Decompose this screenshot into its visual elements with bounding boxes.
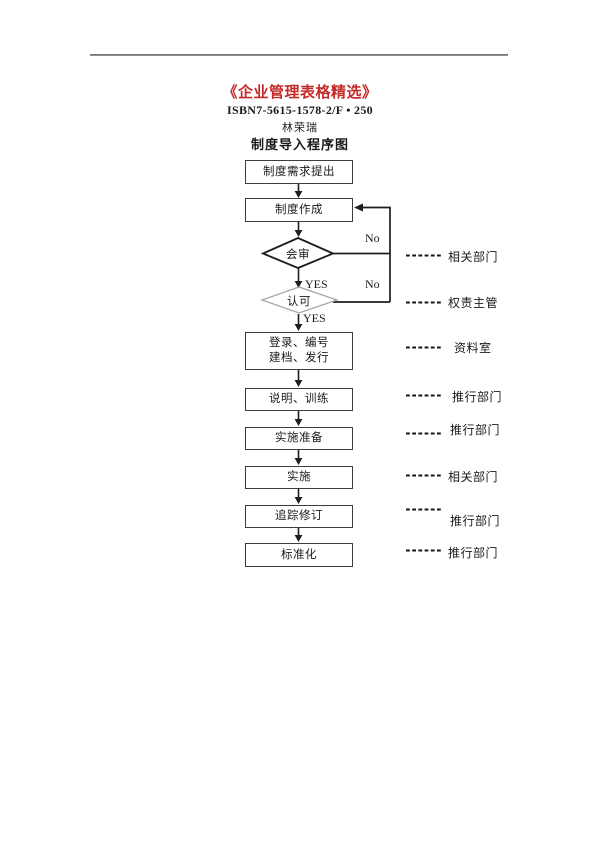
decision-diamond-approval — [260, 286, 339, 314]
flow-step-label: 建档、发行 — [269, 352, 329, 364]
isbn-line: ISBN7-5615-1578-2/F • 250 — [227, 103, 373, 117]
annotation-related-dept-implement: 相关部门 — [448, 470, 499, 484]
flow-step-label: 追踪修订 — [275, 510, 323, 522]
feedback-no-loop — [333, 203, 391, 303]
annotation-authority-manager: 权责主管 — [448, 296, 499, 310]
flow-step-register-issue: 登录、编号 建档、发行 — [245, 332, 353, 370]
yes-label-approval: YES — [303, 311, 326, 325]
annotation-implement-dept-standardize: 推行部门 — [448, 546, 499, 560]
flow-step-label: 实施准备 — [275, 432, 323, 444]
flow-step-explain-train: 说明、训练 — [245, 388, 353, 411]
flow-step-prepare: 实施准备 — [245, 427, 353, 450]
flow-step-label: 说明、训练 — [269, 393, 329, 405]
flow-step-implement: 实施 — [245, 466, 353, 489]
annotation-implement-dept-train: 推行部门 — [452, 390, 503, 404]
annotation-archive-room: 资料室 — [454, 341, 492, 355]
decision-label-review: 会审 — [286, 249, 310, 261]
flow-step-track-revise: 追踪修订 — [245, 505, 353, 528]
author-name: 林荣瑞 — [282, 122, 318, 134]
flow-step-drafting: 制度作成 — [245, 198, 353, 222]
book-title: 《企业管理表格精选》 — [222, 85, 378, 101]
decision-diamond-review — [260, 237, 336, 269]
flowchart-canvas — [260, 184, 442, 552]
flow-step-label: 登录、编号 — [269, 337, 329, 349]
annotation-related-dept-review: 相关部门 — [448, 250, 499, 264]
flow-connector-arrows — [294, 184, 303, 542]
annotation-implement-dept-track: 推行部门 — [450, 514, 501, 528]
flow-step-demand-proposal: 制度需求提出 — [245, 160, 353, 184]
no-label-review: No — [365, 231, 380, 245]
decision-label-approval: 认可 — [287, 296, 311, 308]
flow-step-label: 实施 — [287, 471, 311, 483]
annotation-dash-lines — [406, 254, 442, 552]
yes-label-review: YES — [305, 277, 328, 291]
header-rule — [90, 54, 508, 56]
no-label-approval: No — [365, 277, 380, 291]
flow-step-standardize: 标准化 — [245, 543, 353, 567]
flow-step-label: 制度作成 — [275, 203, 323, 216]
flow-step-label: 标准化 — [281, 548, 317, 561]
flow-step-label: 制度需求提出 — [263, 165, 335, 178]
feedback-arrowhead — [354, 203, 363, 212]
diagram-title: 制度导入程序图 — [250, 137, 349, 152]
annotation-implement-dept-prepare: 推行部门 — [450, 423, 501, 437]
